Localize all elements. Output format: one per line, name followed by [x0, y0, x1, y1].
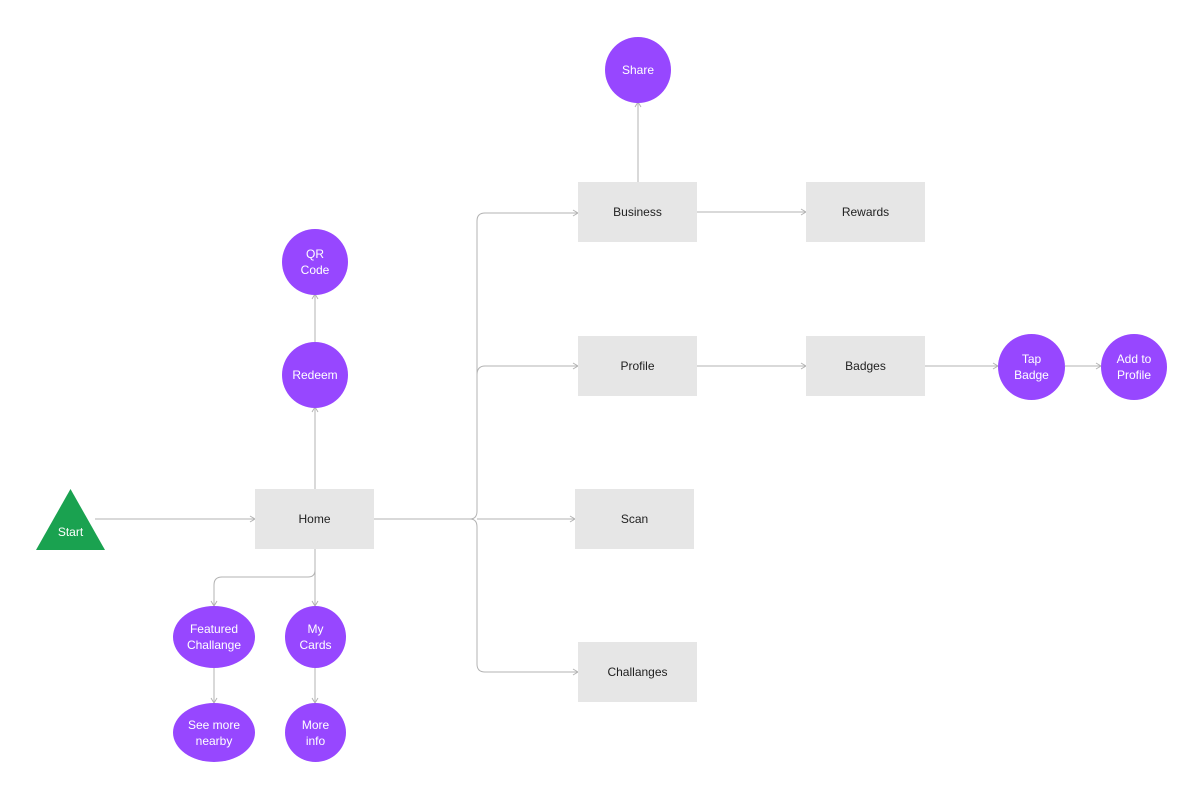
challanges-node[interactable]: Challanges — [578, 642, 697, 702]
start-triangle-icon — [36, 489, 105, 550]
see-more-nearby-node[interactable]: See more nearby — [173, 703, 255, 762]
more-info-node[interactable]: More info — [285, 703, 346, 762]
rewards-node[interactable]: Rewards — [806, 182, 925, 242]
connector-home-down — [213, 549, 316, 606]
business-node[interactable]: Business — [578, 182, 697, 242]
share-node[interactable]: Share — [605, 37, 671, 103]
featured-challange-node[interactable]: Featured Challange — [173, 606, 255, 668]
scan-node[interactable]: Scan — [575, 489, 694, 549]
start-node[interactable]: Start — [36, 489, 105, 550]
qr-code-node[interactable]: QR Code — [282, 229, 348, 295]
start-label: Start — [57, 525, 84, 539]
tap-badge-node[interactable]: Tap Badge — [998, 334, 1065, 400]
redeem-node[interactable]: Redeem — [282, 342, 348, 408]
my-cards-node[interactable]: My Cards — [285, 606, 346, 668]
profile-node[interactable]: Profile — [578, 336, 697, 396]
branch-trunk — [469, 212, 486, 673]
home-node[interactable]: Home — [255, 489, 374, 549]
badges-node[interactable]: Badges — [806, 336, 925, 396]
add-to-profile-node[interactable]: Add to Profile — [1101, 334, 1167, 400]
